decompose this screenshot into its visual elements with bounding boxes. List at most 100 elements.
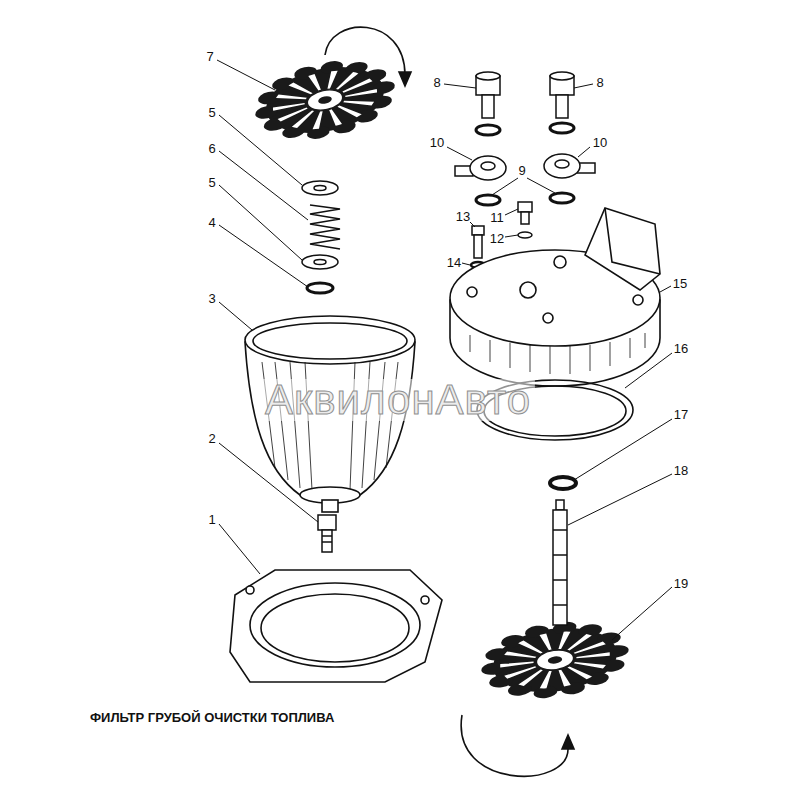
filter-housing	[590, 345, 591, 371]
callout-number: 11	[490, 211, 504, 224]
seal-and-tube	[553, 579, 567, 581]
callout-number: 19	[674, 577, 688, 590]
leader-line	[505, 235, 518, 237]
leader-line	[444, 84, 476, 88]
drain-plug	[322, 541, 332, 543]
filter-housing	[520, 282, 536, 298]
callout-number: 3	[208, 292, 215, 305]
leader-line	[447, 147, 472, 160]
filter-housing	[550, 346, 551, 374]
hollow-bolts	[482, 95, 494, 118]
callout-number: 6	[208, 142, 215, 155]
filter-housing	[630, 338, 631, 358]
leader-line	[219, 225, 308, 287]
drain-plug	[322, 535, 332, 537]
filter-housing	[467, 287, 477, 297]
leader-line	[505, 209, 518, 215]
clamp-ring	[250, 583, 420, 667]
leader-line	[578, 147, 590, 157]
callout-number: 17	[674, 408, 688, 421]
small-bolts	[521, 212, 529, 224]
seal-and-tube	[553, 529, 567, 531]
callout-number: 10	[593, 136, 607, 149]
spring-and-washers	[314, 186, 326, 191]
leader-line	[527, 178, 555, 193]
spring-and-washers	[307, 283, 333, 293]
hollow-bolts	[556, 95, 568, 118]
leader-line	[660, 286, 671, 292]
leader-line	[219, 151, 308, 220]
filter-housing	[543, 313, 553, 323]
leader-line	[219, 443, 318, 522]
spring-and-washers	[302, 255, 338, 269]
callout-number: 14	[447, 256, 461, 269]
leader-line	[219, 115, 302, 185]
filter-housing	[510, 343, 511, 368]
spring-and-washers	[302, 181, 338, 195]
callout-number: 5	[208, 176, 215, 189]
diagram-title: ФИЛЬТР ГРУБОЙ ОЧИСТКИ ТОПЛИВА	[90, 711, 334, 724]
clamp-ring	[261, 594, 409, 662]
callout-number: 9	[518, 164, 525, 177]
callout-number: 4	[208, 216, 215, 229]
hollow-bolts	[550, 72, 574, 80]
filter-disk	[476, 614, 633, 707]
leader-line	[612, 587, 672, 640]
filter-housing	[530, 345, 531, 372]
leader-line	[217, 60, 275, 90]
filter-cup	[245, 316, 415, 364]
spring-and-washers	[302, 181, 340, 293]
callout-number: 18	[674, 464, 688, 477]
spring-and-washers	[314, 260, 326, 265]
drain-plug	[318, 515, 336, 552]
leader-line	[462, 263, 470, 265]
seal-and-tube	[556, 500, 564, 510]
callout-number: 2	[208, 432, 215, 445]
hollow-bolts	[476, 72, 574, 135]
watermark: АквилонАвто	[261, 379, 535, 421]
small-bolts	[518, 202, 532, 212]
seal-and-tube	[553, 554, 567, 556]
flow-arrow	[399, 72, 411, 86]
filter-housing	[450, 208, 660, 386]
callout-number: 5	[208, 106, 215, 119]
seal-and-tube	[550, 477, 576, 489]
filter-housing	[585, 208, 660, 290]
leader-line	[568, 474, 672, 525]
small-bolts	[474, 235, 482, 258]
callout-number: 16	[674, 342, 688, 355]
hollow-bolts	[476, 72, 500, 80]
filter-housing	[610, 342, 611, 366]
leader-line	[574, 84, 593, 88]
small-bolts	[472, 226, 484, 235]
filter-cup	[253, 323, 407, 359]
callout-number: 8	[433, 76, 440, 89]
spring-and-washers	[310, 205, 340, 249]
leader-line	[219, 302, 252, 330]
leader-line	[219, 185, 302, 260]
clamp-ring	[230, 570, 442, 682]
flow-arrow	[562, 735, 574, 749]
small-bolts	[518, 232, 532, 238]
banjo-fittings	[470, 156, 506, 180]
callout-number: 8	[596, 76, 603, 89]
leader-line	[217, 60, 672, 640]
callout-number: 7	[206, 50, 213, 63]
callout-number: 10	[430, 136, 444, 149]
leader-line	[470, 222, 475, 227]
filter-housing	[554, 256, 566, 268]
filter-housing	[570, 346, 571, 374]
filter-housing	[633, 295, 643, 305]
seal-and-tube	[553, 510, 567, 625]
filter-housing	[470, 335, 471, 352]
callout-number: 13	[456, 210, 470, 223]
banjo-fittings	[555, 160, 569, 168]
filter-cup	[322, 500, 338, 512]
hollow-bolts	[476, 125, 500, 135]
leader-line	[574, 419, 672, 480]
callout-number: 12	[490, 232, 504, 245]
banjo-fittings	[544, 154, 580, 178]
callout-number: 1	[208, 513, 215, 526]
clamp-ring	[246, 586, 254, 594]
banjo-fittings	[550, 193, 574, 203]
